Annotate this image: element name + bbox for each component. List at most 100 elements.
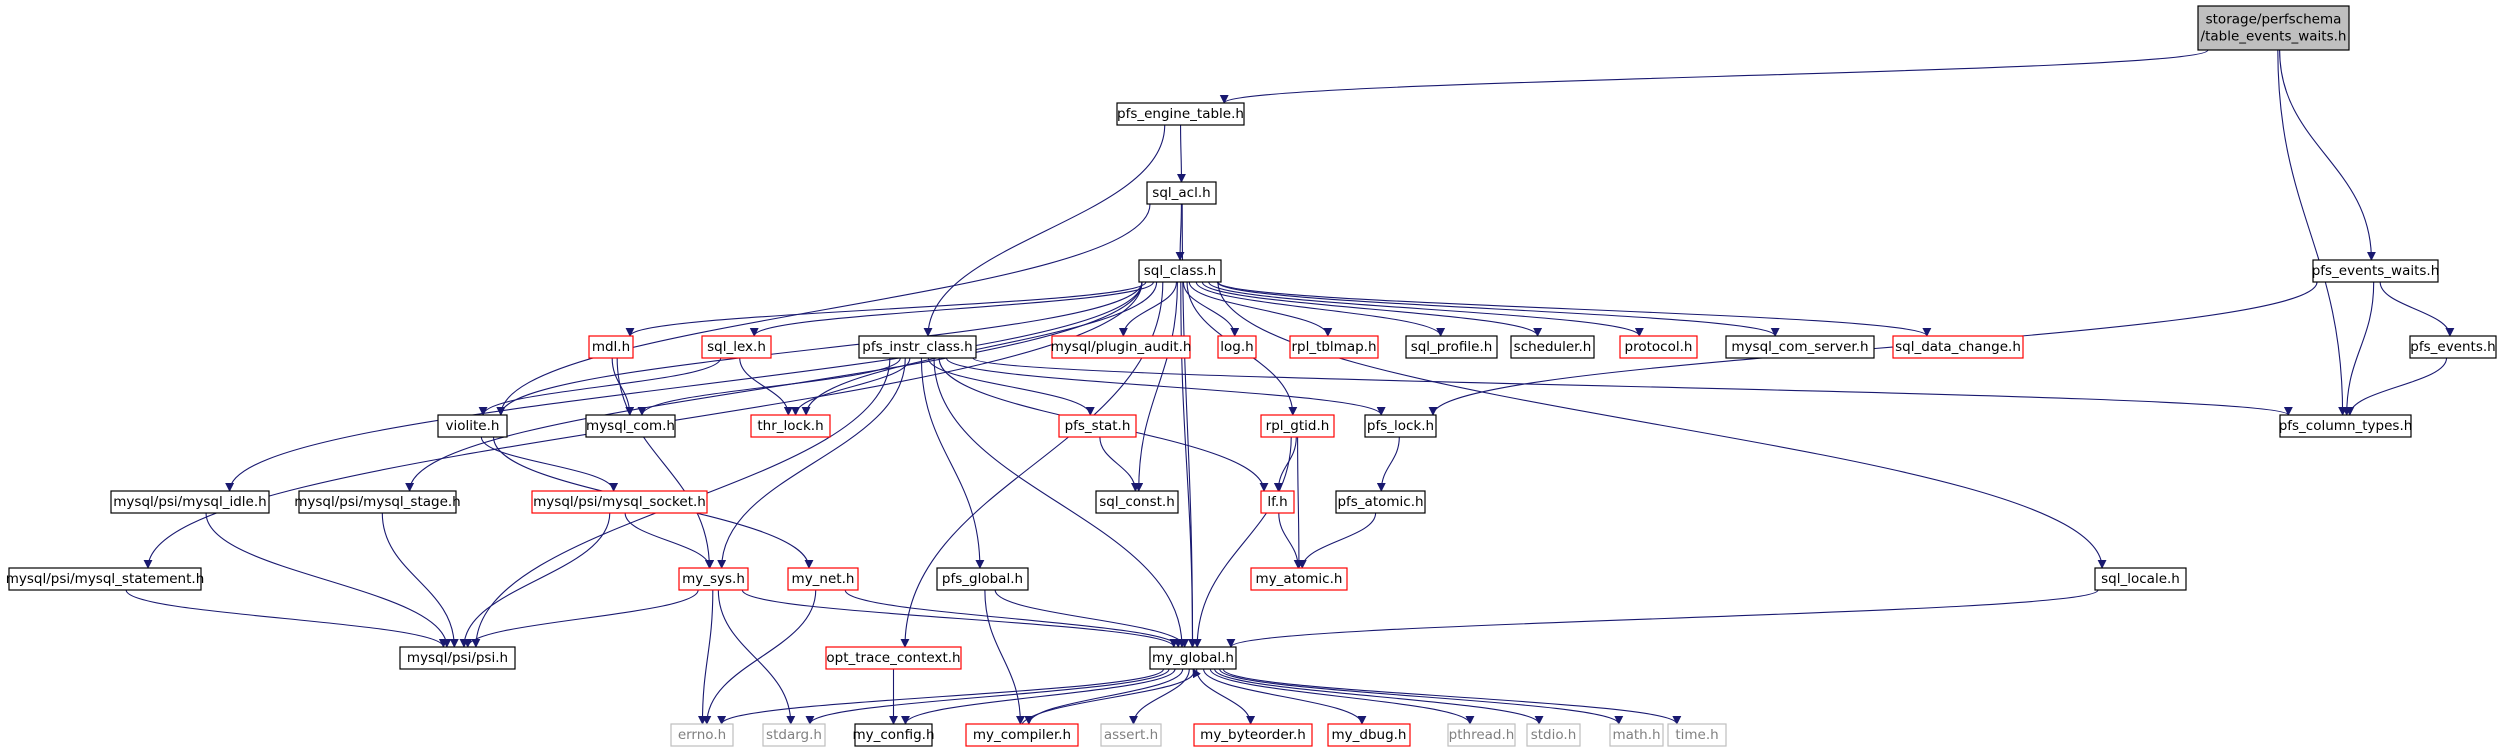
node-box xyxy=(110,490,270,514)
node-pfs-atomic[interactable]: pfs_atomic.h xyxy=(1335,490,1426,514)
node-psi-mysql-statement[interactable]: mysql/psi/mysql_statement.h xyxy=(6,567,205,591)
node-box xyxy=(1447,723,1516,747)
node-box xyxy=(1100,723,1162,747)
node-label: sql_class.h xyxy=(1144,263,1216,279)
node-box xyxy=(1619,335,1698,359)
node-scheduler[interactable]: scheduler.h xyxy=(1510,335,1595,359)
node-label: sql_profile.h xyxy=(1411,339,1493,355)
node-mysql-com-server[interactable]: mysql_com_server.h xyxy=(1725,335,1875,359)
node-pfs-engine-table[interactable]: pfs_engine_table.h xyxy=(1116,102,1245,126)
node-sql-class[interactable]: sql_class.h xyxy=(1138,259,1222,283)
edge-pfs_global-to-my_global xyxy=(994,589,1190,648)
node-label: opt_trace_context.h xyxy=(826,650,960,666)
node-psi-mysql-socket[interactable]: mysql/psi/mysql_socket.h xyxy=(531,490,708,514)
node-box xyxy=(1095,490,1179,514)
node-my-global[interactable]: my_global.h xyxy=(1149,646,1237,670)
node-table-events-waits[interactable]: storage/perfschema/table_events_waits.h xyxy=(2197,5,2350,51)
node-box xyxy=(678,567,749,591)
edge-my_global-to-my_config xyxy=(901,668,1176,725)
node-label: pfs_column_types.h xyxy=(2279,418,2413,434)
node-pfs-events[interactable]: pfs_events.h xyxy=(2409,335,2497,359)
node-sql-profile[interactable]: sql_profile.h xyxy=(1405,335,1498,359)
node-label: math.h xyxy=(1612,727,1660,743)
node-mysql-com[interactable]: mysql_com.h xyxy=(585,414,676,438)
node-box xyxy=(1260,414,1335,438)
node-sql-acl[interactable]: sql_acl.h xyxy=(1146,181,1217,205)
edge-my_global-to-errno xyxy=(717,668,1165,725)
edge-my_global-to-time xyxy=(1222,668,1682,725)
node-time: time.h xyxy=(1667,723,1727,747)
node-my-net[interactable]: my_net.h xyxy=(787,567,859,591)
node-rpl-gtid[interactable]: rpl_gtid.h xyxy=(1260,414,1335,438)
node-label: mysql/psi/mysql_idle.h xyxy=(113,494,266,510)
node-opt-trace-context[interactable]: opt_trace_context.h xyxy=(825,646,962,670)
node-psi-psi[interactable]: mysql/psi/psi.h xyxy=(399,646,516,670)
node-pfs-global[interactable]: pfs_global.h xyxy=(936,567,1029,591)
edge-my_global-to-math xyxy=(1219,668,1624,725)
edge-my_sys-to-psi_psi xyxy=(463,589,699,648)
node-box xyxy=(1217,335,1257,359)
node-box xyxy=(670,723,734,747)
node-pthread: pthread.h xyxy=(1447,723,1516,747)
node-label: my_global.h xyxy=(1152,650,1234,666)
node-my-config[interactable]: my_config.h xyxy=(852,723,935,747)
node-label: my_compiler.h xyxy=(973,727,1071,743)
node-box xyxy=(588,335,634,359)
edges-layer xyxy=(125,49,2455,725)
node-stdarg: stdarg.h xyxy=(762,723,826,747)
node-box xyxy=(2409,335,2497,359)
node-my-atomic[interactable]: my_atomic.h xyxy=(1250,567,1348,591)
node-sql-lex[interactable]: sql_lex.h xyxy=(701,335,772,359)
edge-mdl-to-mysql_com xyxy=(611,357,635,416)
edge-psi_mysql_stage-to-psi_psi xyxy=(381,512,459,648)
edge-my_sys-to-errno xyxy=(697,589,714,725)
node-sql-locale[interactable]: sql_locale.h xyxy=(2094,567,2187,591)
node-box xyxy=(1058,414,1137,438)
node-box xyxy=(1405,335,1498,359)
node-thr-lock[interactable]: thr_lock.h xyxy=(750,414,831,438)
node-protocol[interactable]: protocol.h xyxy=(1619,335,1698,359)
node-label: pfs_lock.h xyxy=(1367,418,1434,434)
node-my-dbug[interactable]: my_dbug.h xyxy=(1327,723,1411,747)
node-pfs-instr-class[interactable]: pfs_instr_class.h xyxy=(858,335,977,359)
node-rpl-tblmap[interactable]: rpl_tblmap.h xyxy=(1289,335,1379,359)
node-box xyxy=(787,567,859,591)
edge-psi_mysql_socket-to-my_sys xyxy=(624,512,715,569)
edge-pfs_events_waits-to-pfs_column_types xyxy=(2342,281,2375,416)
edge-my_global-to-pthread xyxy=(1209,668,1475,725)
node-violite[interactable]: violite.h xyxy=(437,414,508,438)
edge-lf-to-my_atomic xyxy=(1278,512,1303,569)
node-assert: assert.h xyxy=(1100,723,1162,747)
node-psi-mysql-stage[interactable]: mysql/psi/mysql_stage.h xyxy=(294,490,461,514)
edge-table_events_waits-to-pfs_column_types xyxy=(2277,49,2348,416)
node-box xyxy=(936,567,1029,591)
edge-sql_class-to-mysql_com_server xyxy=(1216,281,1780,337)
node-psi-mysql-idle[interactable]: mysql/psi/mysql_idle.h xyxy=(110,490,270,514)
edge-rpl_gtid-to-lf xyxy=(1273,436,1297,492)
edge-my_global-to-my_compiler xyxy=(1024,668,1184,725)
node-mdl[interactable]: mdl.h xyxy=(588,335,634,359)
node-box xyxy=(2094,567,2187,591)
node-box xyxy=(762,723,826,747)
node-label: mysql/psi/mysql_socket.h xyxy=(533,494,706,510)
node-pfs-events-waits[interactable]: pfs_events_waits.h xyxy=(2312,259,2440,283)
node-sql-const[interactable]: sql_const.h xyxy=(1095,490,1179,514)
node-pfs-column-types[interactable]: pfs_column_types.h xyxy=(2279,414,2413,438)
node-sql-data-change[interactable]: sql_data_change.h xyxy=(1892,335,2024,359)
node-label: pfs_stat.h xyxy=(1065,418,1131,434)
node-pfs-stat[interactable]: pfs_stat.h xyxy=(1058,414,1137,438)
node-my-sys[interactable]: my_sys.h xyxy=(678,567,749,591)
edge-pfs_events_waits-to-pfs_lock xyxy=(1428,281,2318,416)
node-log[interactable]: log.h xyxy=(1217,335,1257,359)
node-pfs-lock[interactable]: pfs_lock.h xyxy=(1364,414,1437,438)
node-mysql-plugin-audit[interactable]: mysql/plugin_audit.h xyxy=(1051,335,1192,359)
node-lf[interactable]: lf.h xyxy=(1260,490,1295,514)
node-my-compiler[interactable]: my_compiler.h xyxy=(965,723,1079,747)
node-label: thr_lock.h xyxy=(757,418,823,434)
node-label: my_atomic.h xyxy=(1256,571,1343,587)
edge-sql_lex-to-thr_lock xyxy=(739,357,793,416)
node-label: time.h xyxy=(1675,727,1718,743)
edge-my_sys-to-my_global xyxy=(741,589,1179,648)
node-my-byteorder[interactable]: my_byteorder.h xyxy=(1193,723,1313,747)
node-label: sql_data_change.h xyxy=(1895,339,2021,355)
